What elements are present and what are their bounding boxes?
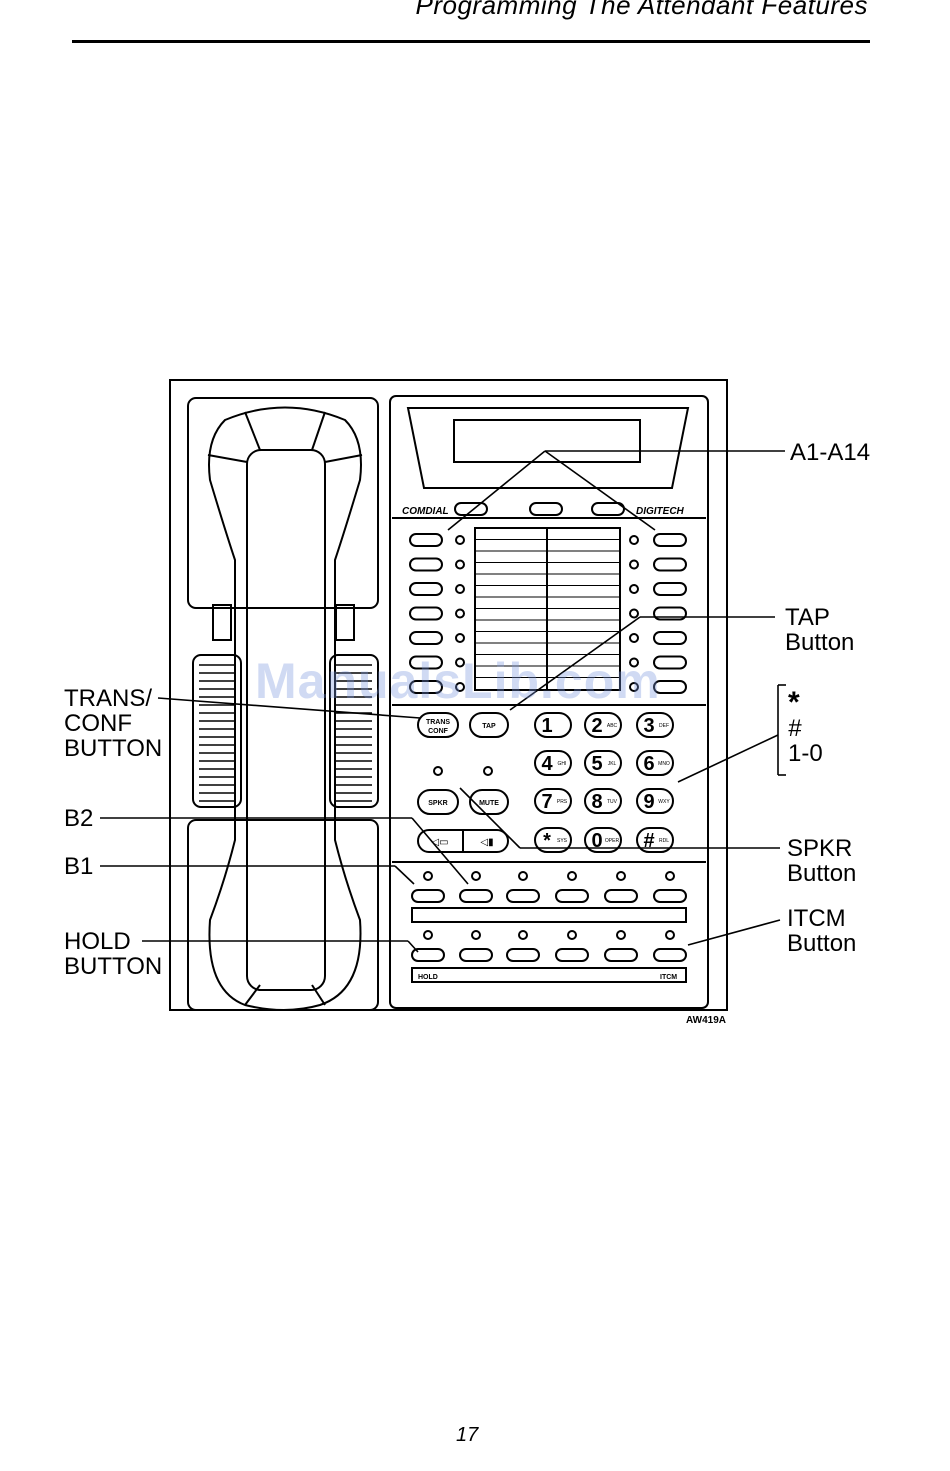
spkr-key-label: SPKR (428, 800, 447, 807)
svg-text:MNO: MNO (658, 761, 670, 767)
svg-text:PRS: PRS (557, 799, 568, 805)
svg-text:DEF: DEF (659, 723, 669, 729)
line-button[interactable] (460, 890, 492, 902)
svg-text:3: 3 (643, 715, 654, 737)
svg-text:5: 5 (591, 753, 602, 775)
led-indicator (617, 931, 625, 939)
dialpad-key[interactable]: 5 JKL (585, 751, 621, 775)
feature-button-left[interactable] (410, 632, 442, 644)
feature-button-right[interactable] (654, 583, 686, 595)
feature-button-left[interactable] (410, 608, 442, 620)
led-indicator (456, 561, 464, 569)
svg-text:GHI: GHI (558, 761, 567, 767)
line-button[interactable] (460, 949, 492, 961)
dialpad-key[interactable]: 8 TUV (585, 789, 621, 813)
callout-b1: B1 (64, 854, 93, 879)
line-button[interactable] (654, 949, 686, 961)
svg-text:4: 4 (541, 753, 553, 775)
mute-key-label: MUTE (479, 800, 499, 807)
dialpad-key[interactable]: 4 GHI (535, 751, 571, 775)
feature-button-right[interactable] (654, 534, 686, 546)
volume-up-icon: ◁▮ (480, 837, 493, 848)
svg-text:JKL: JKL (608, 761, 617, 767)
feature-button-right[interactable] (654, 559, 686, 571)
svg-text:6: 6 (643, 753, 654, 775)
line-button[interactable] (605, 890, 637, 902)
dialpad-key[interactable]: 1 (535, 713, 571, 737)
line-button[interactable] (556, 949, 588, 961)
dialpad-key[interactable]: 9 WXY (637, 789, 673, 813)
led-indicator (666, 872, 674, 880)
led-indicator (472, 872, 480, 880)
svg-text:OPER: OPER (605, 838, 620, 844)
led-indicator (630, 634, 638, 642)
trans-key-label-1: TRANS (426, 719, 450, 726)
line-button[interactable] (654, 890, 686, 902)
svg-text:SYS: SYS (557, 838, 568, 844)
svg-text:ABC: ABC (607, 723, 618, 729)
led-indicator (424, 872, 432, 880)
svg-text:9: 9 (643, 791, 654, 813)
brand-left: COMDIAL (402, 506, 449, 517)
svg-text:7: 7 (541, 791, 552, 813)
led-indicator (424, 931, 432, 939)
line-button[interactable] (605, 949, 637, 961)
dialpad-key[interactable]: 6 MNO (637, 751, 673, 775)
itcm-label: ITCM (660, 974, 677, 981)
hold-label: HOLD (418, 974, 438, 981)
led-indicator (456, 585, 464, 593)
line-button[interactable] (412, 890, 444, 902)
watermark: ManualsLib.com (255, 652, 661, 710)
feature-button-right[interactable] (654, 632, 686, 644)
led-indicator (472, 931, 480, 939)
figure-code: AW419A (686, 1015, 726, 1026)
led-indicator (630, 610, 638, 618)
led-indicator (519, 872, 527, 880)
led-indicator (630, 585, 638, 593)
led-indicator (630, 536, 638, 544)
led-indicator (519, 931, 527, 939)
dialpad-key[interactable]: 2 ABC (585, 713, 621, 737)
brand-right: DIGITECH (636, 506, 685, 517)
page-number: 17 (456, 1424, 478, 1447)
led-indicator (666, 931, 674, 939)
tap-key-label: TAP (482, 723, 496, 730)
led-indicator (568, 872, 576, 880)
trans-key-label-2: CONF (428, 728, 449, 735)
led-indicator (456, 634, 464, 642)
svg-text:1: 1 (541, 715, 552, 737)
line-button[interactable] (507, 949, 539, 961)
svg-text:WXY: WXY (658, 799, 670, 805)
feature-button-left[interactable] (410, 534, 442, 546)
svg-text:TUV: TUV (607, 799, 618, 805)
feature-button-left[interactable] (410, 559, 442, 571)
led-indicator (456, 536, 464, 544)
callout-b2: B2 (64, 806, 93, 831)
volume-down-icon: ◁▭ (431, 837, 448, 848)
led-indicator (617, 872, 625, 880)
led-indicator (456, 610, 464, 618)
callout-a1-a14: A1-A14 (790, 440, 870, 465)
callout-star-hash-digits: * # 1-0 (788, 690, 823, 766)
led-indicator (568, 931, 576, 939)
svg-text:8: 8 (591, 791, 602, 813)
callout-hold-button: HOLDBUTTON (64, 929, 162, 979)
feature-button-left[interactable] (410, 583, 442, 595)
led-indicator (630, 561, 638, 569)
svg-text:2: 2 (591, 715, 602, 737)
dialpad-key[interactable]: 3 DEF (637, 713, 673, 737)
svg-text:RDL: RDL (659, 838, 669, 844)
dialpad-key[interactable]: 7 PRS (535, 789, 571, 813)
line-button[interactable] (556, 890, 588, 902)
line-button[interactable] (507, 890, 539, 902)
